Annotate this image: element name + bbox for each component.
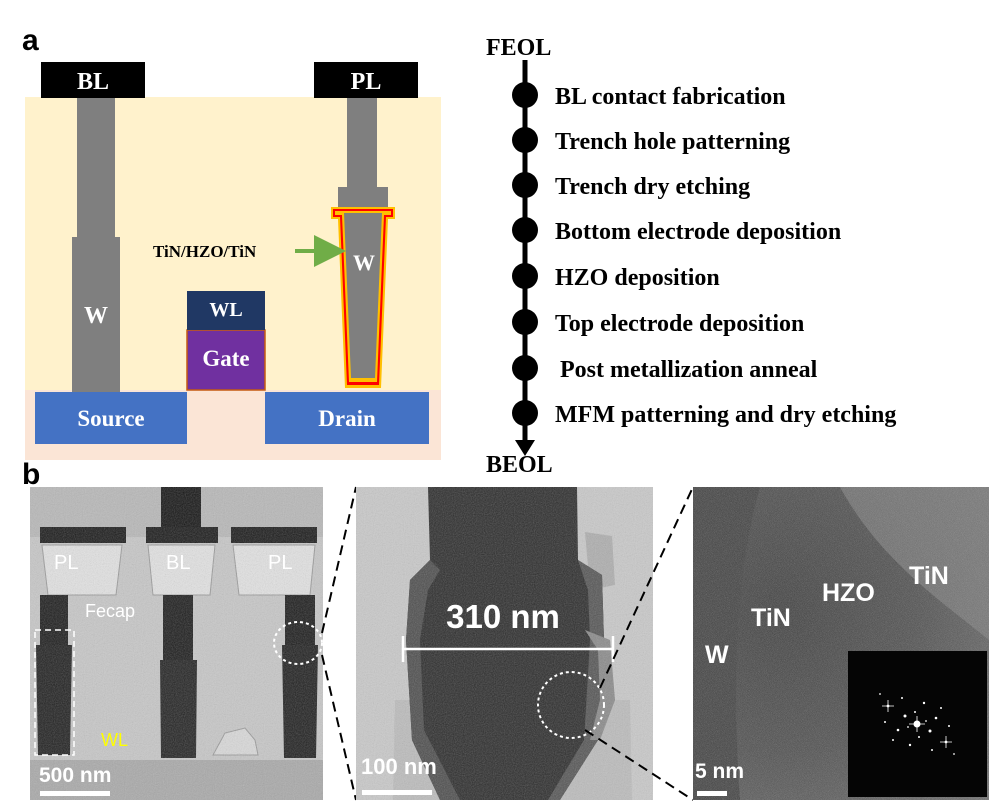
scale-label-100nm: 100 nm xyxy=(361,754,437,779)
gate-label: Gate xyxy=(202,346,249,371)
pl-plug-shoulder xyxy=(338,187,388,207)
zoom-line xyxy=(321,486,357,634)
step-dot xyxy=(512,309,538,335)
scale-label-5nm: 5 nm xyxy=(695,760,744,783)
wordline xyxy=(187,291,265,330)
step-label: Bottom electrode deposition xyxy=(555,219,841,245)
zoom-line xyxy=(321,654,357,801)
tem-image-low-mag: PL BL PL Fecap WL 500 nm xyxy=(30,487,323,800)
scale-bar-5nm xyxy=(697,791,727,796)
source-label: Source xyxy=(77,406,144,431)
zoom-line xyxy=(599,486,694,689)
step-label: BL contact fabrication xyxy=(555,84,786,110)
panel-a-letter: a xyxy=(22,24,39,57)
drain-label: Drain xyxy=(318,406,376,431)
stack-label: TiN/HZO/TiN xyxy=(153,242,257,261)
tin-left-label: TiN xyxy=(751,604,791,632)
bl-label: BL xyxy=(77,69,109,95)
hzo-label: HZO xyxy=(822,579,875,607)
zoom-line xyxy=(584,729,694,801)
fecap-label: Fecap xyxy=(85,601,135,621)
process-flow: FEOL BEOL BL contact fabrication Trench … xyxy=(486,35,896,478)
w-hrtem-label: W xyxy=(705,641,729,669)
bl-plug-upper xyxy=(77,97,115,237)
dimension-label: 310 nm xyxy=(446,598,560,635)
pl-label: PL xyxy=(351,69,382,95)
device-schematic: Source Drain WL Gate W BL W PL TiN/HZO/T… xyxy=(25,62,441,460)
step-dot xyxy=(512,172,538,198)
bl-pad xyxy=(41,62,145,98)
scale-bar-500nm xyxy=(40,791,110,796)
step-dot xyxy=(512,217,538,243)
fft-pattern xyxy=(879,693,955,755)
tem-image-mid-mag: 310 nm 100 nm xyxy=(356,487,653,800)
pl-left-label: PL xyxy=(54,552,78,574)
tin-right-label: TiN xyxy=(909,562,949,590)
zoom-circle-1 xyxy=(273,621,323,665)
wl-label: WL xyxy=(209,299,242,321)
step-dot xyxy=(512,263,538,289)
panel-b-letter: b xyxy=(22,458,40,491)
pl-plug-upper xyxy=(347,97,377,187)
fecap-box xyxy=(34,629,75,756)
feol-label: FEOL xyxy=(486,35,551,61)
w-right-label: W xyxy=(353,250,375,275)
zoom-circle-2 xyxy=(537,671,605,739)
beol-label: BEOL xyxy=(486,452,553,478)
drain-region xyxy=(265,392,429,444)
step-label: HZO deposition xyxy=(555,265,720,291)
scale-label-500nm: 500 nm xyxy=(39,764,111,787)
pl-right-label: PL xyxy=(268,552,292,574)
flow-arrowhead xyxy=(515,440,535,456)
wl-tem-label: WL xyxy=(101,730,128,750)
scale-bar-100nm xyxy=(362,790,432,795)
pl-pad xyxy=(314,62,418,98)
step-label: Trench hole patterning xyxy=(555,129,790,155)
source-region xyxy=(35,392,187,444)
gate xyxy=(186,329,266,391)
hrtem-image: W TiN HZO TiN 5 nm xyxy=(693,487,989,800)
w-left-label: W xyxy=(84,303,108,329)
step-dot xyxy=(512,127,538,153)
step-dot xyxy=(512,82,538,108)
step-label: Top electrode deposition xyxy=(555,311,804,337)
step-label: Post metallization anneal xyxy=(560,357,818,383)
bl-tem-label: BL xyxy=(166,552,190,574)
bl-plug-lower xyxy=(72,237,120,392)
step-dot xyxy=(512,355,538,381)
step-label: MFM patterning and dry etching xyxy=(555,402,896,428)
w-core xyxy=(344,213,382,378)
step-dot xyxy=(512,400,538,426)
step-label: Trench dry etching xyxy=(555,174,750,200)
